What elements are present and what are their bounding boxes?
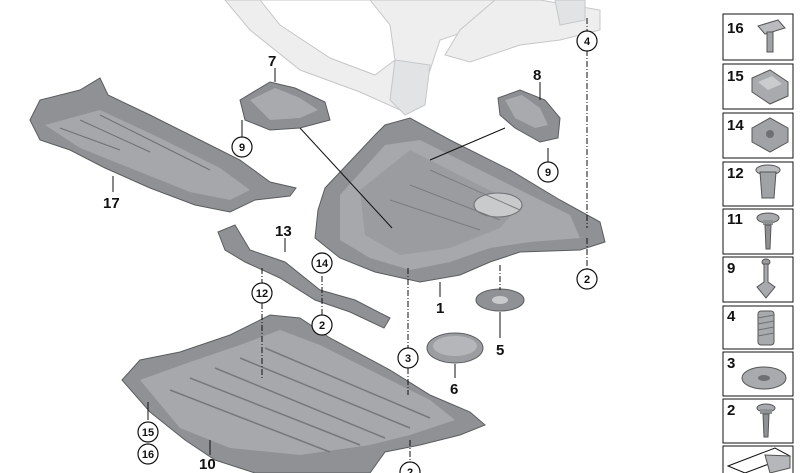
part-label-10: 10 — [199, 456, 216, 473]
legend-number: 11 — [727, 211, 743, 228]
callout-9b: 9 — [545, 167, 551, 179]
part-8-bracket-cover — [497, 89, 561, 143]
callout-circles — [137, 30, 598, 473]
callout-circle-2c — [399, 461, 421, 473]
callout-2a: 2 — [584, 274, 590, 286]
callout-2b: 2 — [319, 320, 325, 332]
part-5-cover-plate — [475, 288, 525, 312]
callout-14: 14 — [316, 258, 329, 270]
part-label-6: 6 — [450, 381, 458, 398]
legend-item-4: 4 — [722, 305, 794, 350]
clip-nut-icon — [757, 19, 786, 53]
leader-lines — [112, 18, 588, 463]
callout-numbers: 4 9 9 2 14 12 2 3 15 16 2 — [142, 36, 591, 473]
part-6-cover-plate — [426, 332, 484, 364]
callout-circle-2b — [311, 314, 333, 336]
legend-item-3: 3 — [722, 351, 794, 397]
push-rivet-icon — [756, 258, 776, 299]
legend-number: 3 — [727, 355, 735, 372]
legend-item-16: 16 — [722, 13, 794, 61]
legend-number: 9 — [727, 260, 735, 277]
part-7-bracket-cover — [239, 81, 331, 131]
callout-circle-14 — [311, 252, 333, 274]
legend-number: 4 — [727, 308, 736, 325]
part-label-7: 7 — [268, 53, 276, 70]
callout-2c: 2 — [407, 467, 413, 473]
callout-12: 12 — [256, 288, 268, 300]
callout-circle-4 — [576, 30, 598, 52]
part-label-1: 1 — [436, 300, 444, 317]
callout-15: 15 — [142, 427, 154, 439]
callout-circle-16 — [137, 443, 159, 465]
legend-item-14: 14 — [722, 112, 794, 159]
legend-item-2: 2 — [722, 398, 794, 444]
part-10-rear-underbody-shield — [121, 314, 486, 473]
part-1-main-underbody-shield — [314, 117, 606, 283]
spring-bolt-icon — [757, 310, 775, 346]
legend-number: 2 — [727, 402, 735, 419]
callout-3: 3 — [405, 353, 411, 365]
cage-nut-icon — [751, 117, 789, 153]
washer-plate-icon — [741, 366, 787, 390]
spring-nut-icon — [751, 69, 789, 105]
part-label-8: 8 — [533, 67, 541, 84]
legend-number: 14 — [727, 117, 744, 134]
expanding-rivet-icon — [755, 164, 781, 199]
callout-circle-12 — [251, 282, 273, 304]
hex-bolt-icon — [756, 403, 776, 438]
callout-circle-3 — [397, 347, 419, 369]
part-label-5: 5 — [496, 342, 504, 359]
collar-screw-icon — [756, 212, 780, 250]
callout-circle-9b — [537, 161, 559, 183]
callout-circle-9a — [231, 136, 253, 158]
callout-9a: 9 — [239, 142, 245, 154]
part-label-13: 13 — [275, 223, 292, 240]
callout-4: 4 — [584, 36, 591, 48]
legend-item-12: 12 — [722, 161, 794, 207]
subframe-ghost — [224, 0, 601, 116]
callout-circle-15 — [137, 421, 159, 443]
legend-item-9: 9 — [722, 256, 794, 303]
callout-circle-2a — [576, 268, 598, 290]
part-13-support-bracket — [217, 224, 391, 329]
legend-number: 12 — [727, 165, 744, 182]
legend-item-15: 15 — [722, 63, 794, 110]
legend-number: 15 — [727, 68, 744, 85]
legend-item-11: 11 — [722, 208, 794, 255]
legend-item-seal — [722, 445, 794, 473]
legend-number: 16 — [727, 20, 744, 37]
part-label-17: 17 — [103, 195, 120, 212]
callout-16: 16 — [142, 449, 154, 461]
seal-strip-icon — [726, 447, 792, 473]
part-17-side-underbody-panel — [29, 77, 297, 213]
fastener-legend: 16 15 14 12 — [722, 13, 794, 473]
part-labels: 7 8 17 13 1 5 6 10 — [103, 53, 541, 473]
